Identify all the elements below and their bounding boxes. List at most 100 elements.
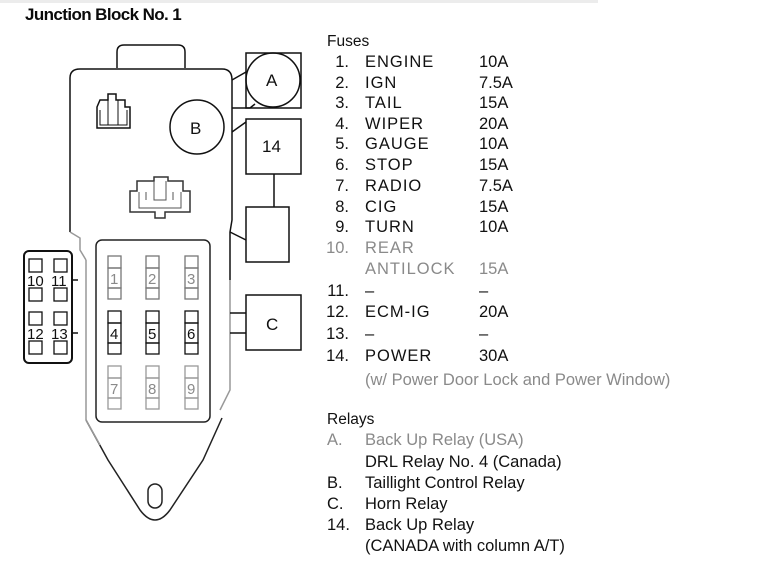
fuse-name: WIPER (365, 115, 425, 133)
connector-multi (129, 176, 191, 219)
relay-b-label: B (190, 119, 201, 138)
fuse-amperage: 10A (479, 135, 509, 153)
fuse-amperage: 7.5A (479, 74, 513, 92)
top-border (0, 0, 598, 3)
fuse-number: 9. (335, 218, 349, 236)
block-body-outline (69, 68, 233, 280)
fuse-name: RADIO (365, 177, 423, 195)
fuses-heading: Fuses (327, 33, 370, 50)
fuse-slot-label-2: 2 (148, 271, 156, 288)
side-fuse-grid (28, 258, 68, 355)
relay-a-label: A (266, 71, 278, 90)
fuse-slot-label-11: 11 (51, 273, 67, 290)
fuse-number: 7. (335, 177, 349, 195)
fuse-slot-11 (53, 258, 68, 302)
fuse-grid (107, 255, 199, 410)
relay-14-label: 14 (262, 137, 281, 156)
fuse-slot-3 (184, 255, 199, 300)
fuse-amperage: 10A (479, 53, 509, 71)
fuse-name: IGN (365, 74, 398, 92)
fuse-amperage: 20A (479, 115, 509, 133)
fuse-slot-10 (28, 258, 43, 302)
relay-name: DRL Relay No. 4 (Canada) (365, 453, 562, 471)
fuse-amperage: 10A (479, 218, 509, 236)
relay-name: Back Up Relay (USA) (365, 431, 524, 449)
relay-c-label: C (266, 315, 278, 334)
fuse-slot-label-8: 8 (148, 381, 156, 398)
relay-id: C. (327, 495, 344, 513)
fuse-name: ENGINE (365, 53, 435, 71)
relay-name: Taillight Control Relay (365, 474, 525, 492)
mounting-slot (147, 483, 163, 509)
fuse-number: 6. (335, 156, 349, 174)
fuse-slot-label-1: 1 (110, 271, 118, 288)
fuse-number: 3. (335, 94, 349, 112)
fuse-note: (w/ Power Door Lock and Power Window) (365, 371, 671, 389)
relays-heading: Relays (327, 411, 375, 428)
fuse-name: POWER (365, 347, 433, 365)
fuse-number: 1. (335, 53, 349, 71)
fuse-slot-label-12: 12 (27, 326, 44, 343)
fuse-slot-8 (145, 365, 160, 410)
fuse-number: 4. (335, 115, 349, 133)
fuse-name: ANTILOCK (365, 260, 456, 278)
fuse-slot-label-4: 4 (110, 326, 118, 343)
fuse-number: 12. (326, 303, 349, 321)
fuse-amperage: 15A (479, 156, 509, 174)
fuse-slot-12 (28, 311, 43, 355)
fuse-name: STOP (365, 156, 414, 174)
fuse-amperage: 7.5A (479, 177, 513, 195)
fuse-name: REAR (365, 239, 415, 257)
fuse-panel (95, 239, 211, 423)
fuse-number: 2. (335, 74, 349, 92)
relay-name: Back Up Relay (365, 516, 475, 534)
fuse-slot-label-9: 9 (187, 381, 195, 398)
relay-id: 14. (327, 516, 350, 534)
fuse-name: TAIL (365, 94, 403, 112)
relay-c (245, 294, 302, 351)
fuse-number: 10. (326, 239, 349, 257)
top-tab (116, 44, 186, 68)
fuse-slot-label-3: 3 (187, 271, 195, 288)
fuse-slot-1 (107, 255, 122, 300)
fuse-slot-label-6: 6 (187, 326, 195, 343)
fuse-slot-13 (53, 311, 68, 355)
fuse-name: – (365, 282, 376, 300)
fuse-amperage: 20A (479, 303, 509, 321)
fuse-amperage: 15A (479, 198, 509, 216)
fuse-number: 8. (335, 198, 349, 216)
side-fuse-panel (23, 250, 73, 364)
fuse-amperage: 15A (479, 260, 509, 278)
fuse-slot-label-13: 13 (51, 326, 68, 343)
relay-b (169, 99, 225, 155)
connector-2pin (96, 93, 131, 129)
relay-id: A. (327, 431, 343, 449)
fuse-slot-5 (145, 310, 160, 355)
relay-unlabeled (245, 206, 290, 263)
fuse-number: 11. (327, 282, 349, 300)
fuse-slot-9 (184, 365, 199, 410)
fuse-name: GAUGE (365, 135, 430, 153)
fuse-name: – (365, 325, 376, 343)
fuse-amperage: – (479, 282, 489, 300)
fuse-slot-label-7: 7 (110, 381, 118, 398)
fuse-name: CIG (365, 198, 398, 216)
fuse-amperage: 30A (479, 347, 509, 365)
fuse-slot-6 (184, 310, 199, 355)
junction-block-diagram: A B 14 C 1 2 3 4 5 6 7 8 9 10 11 12 13 (23, 44, 302, 521)
fuse-number: 14. (326, 347, 349, 365)
relay-name: Horn Relay (365, 495, 448, 513)
fuse-slot-7 (107, 365, 122, 410)
bottom-taper (85, 417, 223, 521)
fuse-amperage: 15A (479, 94, 509, 112)
fuse-amperage: – (479, 325, 489, 343)
block-lower-outline (85, 260, 231, 411)
fuse-slot-4 (107, 310, 122, 355)
fuse-name: TURN (365, 218, 415, 236)
page-title: Junction Block No. 1 (25, 5, 182, 24)
relay-a (245, 52, 301, 108)
fuse-name: ECM-IG (365, 303, 431, 321)
fuse-number: 5. (335, 135, 349, 153)
fuse-slot-label-10: 10 (27, 273, 44, 290)
relay-id: B. (327, 474, 343, 492)
